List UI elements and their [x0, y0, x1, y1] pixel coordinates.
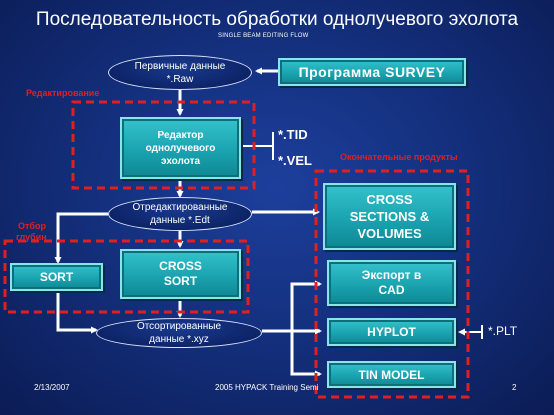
- footer-date: 2/13/2007: [34, 383, 70, 392]
- tin-model-box: TIN MODEL: [327, 361, 456, 388]
- cross-sections-line1: CROSS: [366, 192, 413, 207]
- edited-data-oval: Отредактированные данные *.Edt: [108, 197, 252, 231]
- final-products-label: Окончательные продукты: [340, 152, 458, 162]
- sorted-data-oval: Отсортированные данные *.xyz: [96, 318, 262, 348]
- survey-program-box: Программа SURVEY: [278, 58, 466, 86]
- depth-selection-label-line1: Отбор: [18, 221, 46, 231]
- final-products-frame: [314, 169, 470, 399]
- tid-vel-bracket: [241, 132, 274, 160]
- cross-sort-line1: CROSS: [159, 259, 202, 273]
- slide-title: Последовательность обработки однолучевог…: [35, 9, 519, 30]
- footer-center-text: 2005 HYPACK Training Semi: [215, 383, 319, 392]
- export-cad-line2: CAD: [378, 283, 405, 297]
- sorted-data-ext: данные *.xyz: [149, 334, 209, 345]
- arrow-sorted-to-tin-model: [290, 331, 322, 378]
- cross-sort-line2: SORT: [163, 274, 198, 288]
- depth-selection-frame: [3, 239, 250, 314]
- sorted-data-label: Отсортированные: [136, 321, 222, 332]
- editor-label-line2: однолучевого: [145, 142, 216, 154]
- raw-data-ext: *.Raw: [166, 73, 194, 85]
- edited-data-label: Отредактированные: [132, 202, 228, 213]
- sort-box: SORT: [10, 263, 103, 291]
- tin-model-label: TIN MODEL: [358, 367, 425, 382]
- editor-box: Редактор однолучевого эхолота: [120, 117, 241, 179]
- cross-sort-box: CROSS SORT: [120, 249, 241, 299]
- footer-page-number: 2: [512, 383, 517, 392]
- cross-sections-line3: VOLUMES: [357, 226, 422, 241]
- cross-sections-line2: SECTIONS &: [349, 209, 430, 224]
- arrow-sort-to-sorted: [56, 292, 98, 334]
- export-cad-box: Экспорт в CAD: [327, 260, 456, 306]
- hyplot-label: HYPLOT: [367, 325, 416, 339]
- vel-extension: *.VEL: [278, 153, 312, 168]
- raw-data-label: Первичные данные: [134, 60, 226, 72]
- editing-frame: [71, 100, 256, 190]
- plt-connector: [458, 325, 483, 339]
- plt-extension: *.PLT: [488, 324, 518, 338]
- editor-label-line3: эхолота: [160, 155, 201, 167]
- survey-program-label: Программа SURVEY: [298, 64, 446, 80]
- export-cad-line1: Экспорт в: [361, 268, 422, 282]
- editor-label-line1: Редактор: [157, 129, 204, 141]
- edited-data-ext: данные *.Edt: [150, 215, 210, 226]
- editing-label: Редактирование: [26, 88, 100, 98]
- arrow-sorted-to-export-cad: [290, 280, 322, 331]
- slide-subtitle: SINGLE BEAM EDITING FLOW: [218, 33, 309, 39]
- raw-data-oval: Первичные данные *.Raw: [108, 55, 252, 90]
- sort-label: SORT: [39, 270, 74, 284]
- arrow-edited-to-sort: [54, 212, 108, 264]
- tid-extension: *.TID: [278, 127, 308, 142]
- cross-sections-box: CROSS SECTIONS & VOLUMES: [323, 183, 456, 250]
- hyplot-box: HYPLOT: [327, 318, 456, 346]
- depth-selection-label-line2: глубин: [16, 232, 47, 242]
